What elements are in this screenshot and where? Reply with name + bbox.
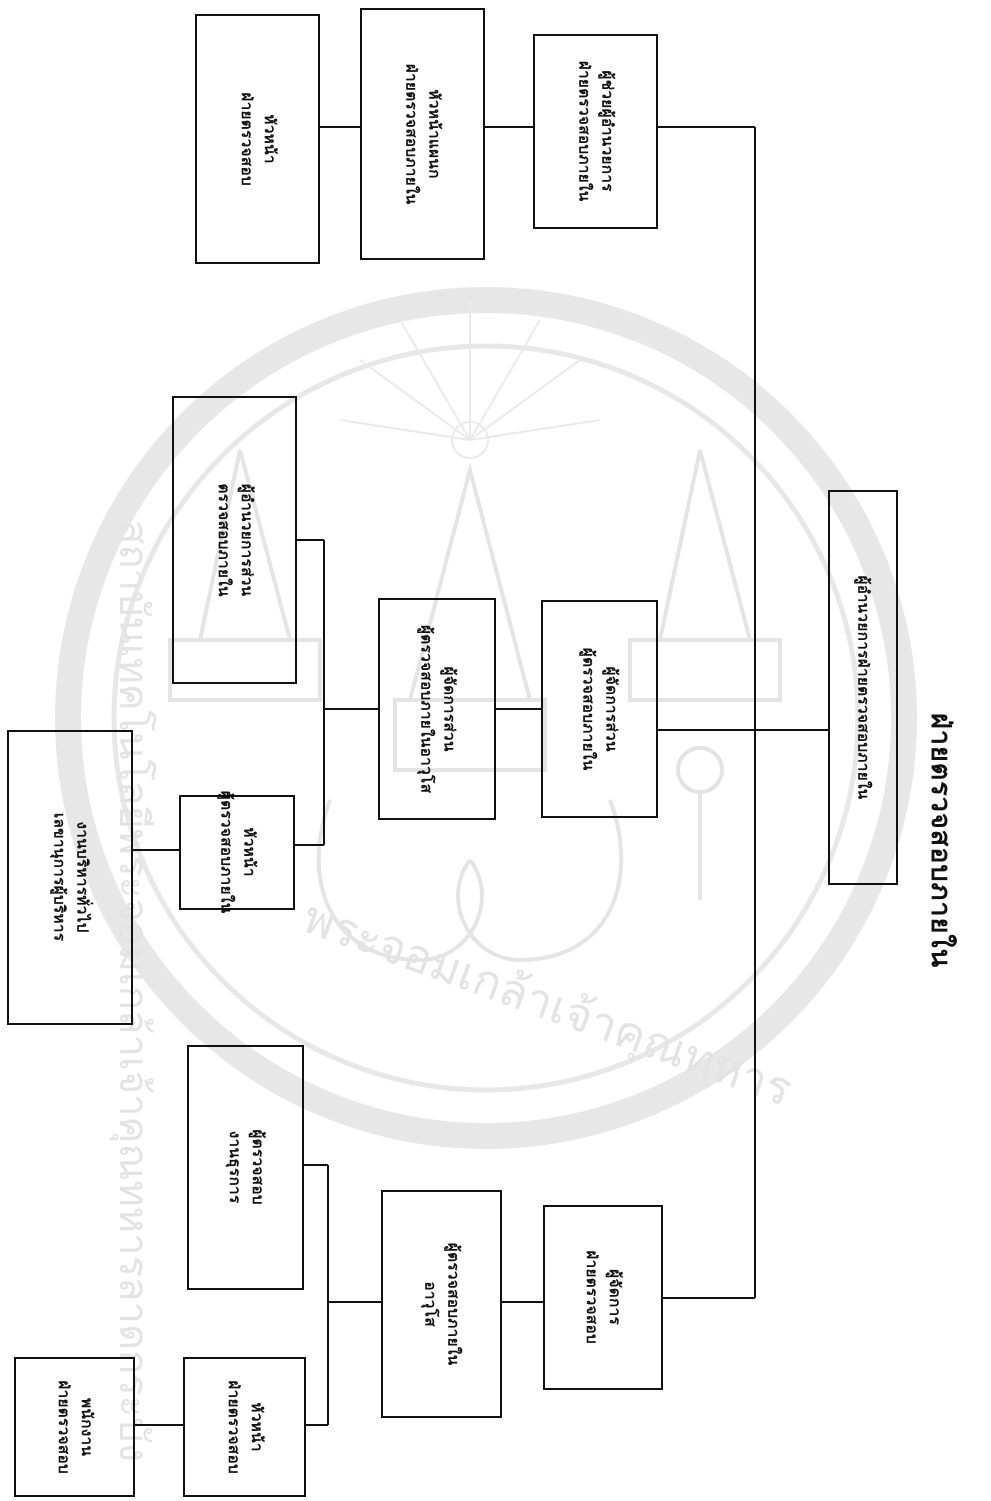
node-right-2-line-1: หัวหน้าแผนก <box>425 89 444 179</box>
node-right-1: ผู้ช่วยผู้อำนวยการ ฝ่ายตรวจสอบภายใน <box>533 34 658 229</box>
node-left-3-line-2: งานธุรการ <box>225 1131 244 1204</box>
node-center-3-line-2: ตรวจสอบภายใน <box>214 483 233 597</box>
node-right-2: หัวหน้าแผนก ฝ่ายตรวจสอบภายใน <box>360 8 485 260</box>
node-center-5-line-1: งานบริหารทั่วไป <box>73 821 92 934</box>
node-left-4-line-2: ฝ่ายตรวจสอบ <box>224 1380 243 1474</box>
node-center-1: ผู้จัดการส่วน ผู้ตรวจสอบภายใน <box>541 600 658 818</box>
node-center-2-line-1: ผู้จัดการส่วน <box>440 666 459 752</box>
node-left-4-line-1: หัวหน้า <box>247 1402 266 1452</box>
node-right-3: หัวหน้า ฝ่ายตรวจสอบ <box>195 14 320 264</box>
node-right-1-line-2: ฝ่ายตรวจสอบภายใน <box>575 61 594 202</box>
title-region: ฝ่ายตรวจสอบภายใน <box>900 560 984 1120</box>
node-left-2-line-1: ผู้ตรวจสอบภายใน <box>444 1242 463 1366</box>
node-director: ผู้อำนวยการฝ่ายตรวจสอบภายใน <box>828 490 898 885</box>
node-left-4: หัวหน้า ฝ่ายตรวจสอบ <box>183 1357 306 1497</box>
seal-outer-ring <box>55 287 917 1149</box>
node-left-3: ผู้ตรวจสอบ งานธุรการ <box>187 1045 304 1290</box>
seal-sunburst <box>339 300 601 459</box>
node-left-2: ผู้ตรวจสอบภายใน อาวุโส <box>381 1190 502 1418</box>
seal-inner-ring <box>111 343 861 1093</box>
node-left-5: พนักงาน ฝ่ายตรวจสอบ <box>14 1357 135 1497</box>
node-left-1: ผู้จัดการ ฝ่ายตรวจสอบ <box>543 1205 663 1390</box>
node-left-2-line-2: อาวุโส <box>421 1281 440 1327</box>
node-center-1-line-2: ผู้ตรวจสอบภายใน <box>579 647 598 771</box>
node-center-3: ผู้อำนวยการส่วน ตรวจสอบภายใน <box>172 396 297 684</box>
node-right-1-line-1: ผู้ช่วยผู้อำนวยการ <box>598 70 617 193</box>
node-center-2: ผู้จัดการส่วน ผู้ตรวจสอบภายในอาวุโส <box>378 598 496 820</box>
node-center-4-line-1: หัวหน้า <box>240 827 259 878</box>
node-left-3-line-1: ผู้ตรวจสอบ <box>248 1129 267 1206</box>
node-center-2-line-2: ผู้ตรวจสอบภายในอาวุโส <box>417 624 436 794</box>
node-right-2-line-2: ฝ่ายตรวจสอบภายใน <box>402 63 421 205</box>
node-left-5-line-1: พนักงาน <box>77 1397 96 1457</box>
node-director-label: ผู้อำนวยการฝ่ายตรวจสอบภายใน <box>854 575 873 800</box>
seal-pagodas <box>168 449 782 963</box>
node-left-5-line-2: ฝ่ายตรวจสอบ <box>54 1380 73 1474</box>
node-right-3-line-1: หัวหน้า <box>260 114 279 164</box>
chart-title: ฝ่ายตรวจสอบภายใน <box>925 712 957 968</box>
node-center-3-line-1: ผู้อำนวยการส่วน <box>237 483 256 597</box>
node-center-4: หัวหน้า ผู้ตรวจสอบภายใน <box>179 791 295 914</box>
node-center-4-line-2: ผู้ตรวจสอบภายใน <box>217 791 236 914</box>
node-center-1-line-1: ผู้จัดการส่วน <box>602 666 621 752</box>
node-center-5: งานบริหารทั่วไป เลขานุการผู้บริหาร <box>7 730 133 1025</box>
node-left-1-line-1: ผู้จัดการ <box>606 1269 625 1326</box>
node-left-1-line-2: ฝ่ายตรวจสอบ <box>582 1250 601 1345</box>
node-right-3-line-2: ฝ่ายตรวจสอบ <box>237 92 256 186</box>
node-center-5-line-2: เลขานุการผู้บริหาร <box>50 813 69 942</box>
